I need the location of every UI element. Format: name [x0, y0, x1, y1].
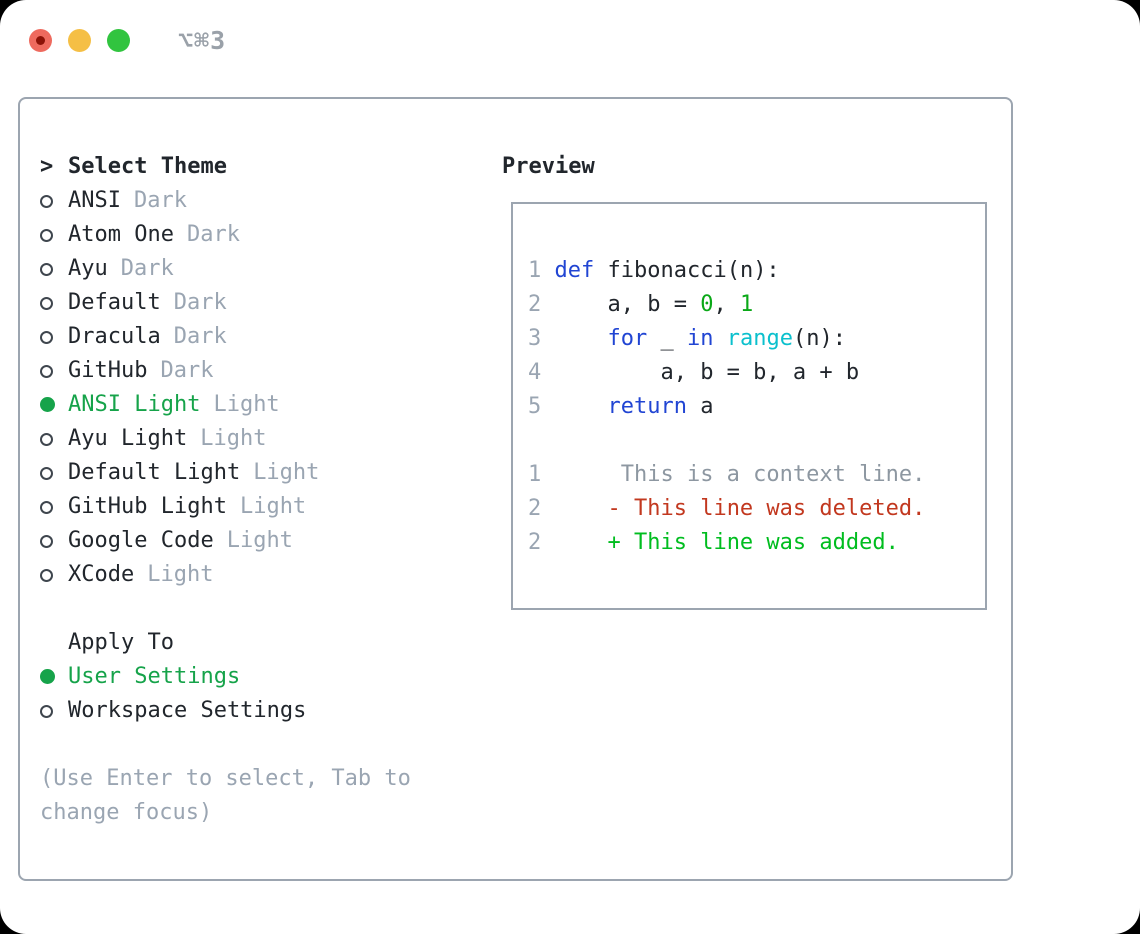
theme-name: GitHub — [68, 358, 148, 383]
theme-variant: Dark — [160, 358, 214, 383]
theme-option-ansi[interactable]: ANSI Dark — [40, 184, 480, 218]
radio-icon — [40, 433, 53, 446]
window-shortcut-label: ⌥⌘3 — [178, 26, 227, 55]
theme-variant: Dark — [173, 290, 227, 315]
theme-variant: Light — [253, 460, 320, 485]
code-line: 1 This is a context line. — [528, 462, 926, 487]
theme-option-default[interactable]: Default Dark — [40, 286, 480, 320]
radio-icon — [40, 331, 53, 344]
radio-icon — [40, 535, 53, 548]
radio-icon — [40, 467, 53, 480]
code-line: 2 a, b = 0, 1 — [528, 292, 754, 317]
spacer — [40, 592, 480, 626]
theme-name: GitHub Light — [68, 494, 227, 519]
theme-option-google-code[interactable]: Google Code Light — [40, 524, 480, 558]
code-preview: 1 def fibonacci(n): 2 a, b = 0, 1 3 for _ … — [513, 204, 985, 560]
radio-icon — [40, 263, 53, 276]
theme-variant: Dark — [186, 222, 240, 247]
radio-icon — [40, 569, 53, 582]
apply-to-header: Apply To — [68, 630, 174, 655]
titlebar: ⌥⌘3 — [29, 26, 226, 55]
usage-hint: (Use Enter to select, Tab to change focu… — [40, 766, 411, 825]
apply-option-label: Workspace Settings — [68, 698, 307, 723]
radio-icon — [40, 195, 53, 208]
preview-box: 1 def fibonacci(n): 2 a, b = 0, 1 3 for _ … — [511, 202, 987, 610]
theme-name: ANSI — [68, 188, 121, 213]
theme-variant: Light — [213, 392, 280, 417]
preview-header: Preview — [502, 154, 595, 179]
radio-icon — [40, 397, 55, 412]
radio-icon — [40, 501, 53, 514]
theme-variant: Light — [226, 528, 293, 553]
apply-option-label: User Settings — [68, 664, 241, 689]
apply-option-user-settings[interactable]: User Settings — [40, 660, 480, 694]
theme-name: Default Light — [68, 460, 241, 485]
theme-name: ANSI Light — [68, 392, 201, 417]
theme-variant: Dark — [120, 256, 174, 281]
theme-option-github-light[interactable]: GitHub Light Light — [40, 490, 480, 524]
code-line: 3 for _ in range(n): — [528, 326, 846, 351]
code-line: 2 - This line was deleted. — [528, 496, 926, 521]
focus-caret-icon: > — [40, 154, 54, 179]
theme-name: Dracula — [68, 324, 161, 349]
theme-name: Google Code — [68, 528, 214, 553]
radio-icon — [40, 229, 53, 242]
apply-option-workspace-settings[interactable]: Workspace Settings — [40, 694, 480, 728]
theme-variant: Light — [200, 426, 267, 451]
theme-option-ayu-light[interactable]: Ayu Light Light — [40, 422, 480, 456]
code-line: 1 def fibonacci(n): — [528, 258, 780, 283]
theme-option-dracula[interactable]: Dracula Dark — [40, 320, 480, 354]
select-theme-title: Select Theme — [68, 154, 227, 179]
theme-variant: Dark — [173, 324, 227, 349]
code-line — [528, 424, 985, 458]
theme-option-xcode[interactable]: XCode Light — [40, 558, 480, 592]
radio-icon — [40, 669, 55, 684]
radio-icon — [40, 365, 53, 378]
spacer — [40, 728, 480, 762]
close-button[interactable] — [29, 29, 52, 52]
theme-option-default-light[interactable]: Default Light Light — [40, 456, 480, 490]
code-line: 4 a, b = b, a + b — [528, 360, 860, 385]
theme-name: Ayu Light — [68, 426, 188, 451]
code-line: 5 return a — [528, 394, 714, 419]
radio-icon — [40, 705, 53, 718]
select-theme-header: > Select Theme — [40, 150, 480, 184]
minimize-button[interactable] — [68, 29, 91, 52]
theme-name: XCode — [68, 562, 135, 587]
theme-name: Atom One — [68, 222, 174, 247]
zoom-button[interactable] — [107, 29, 130, 52]
theme-option-ansi-light[interactable]: ANSI Light Light — [40, 388, 480, 422]
radio-icon — [40, 297, 53, 310]
theme-variant: Light — [147, 562, 214, 587]
close-dot-icon — [36, 36, 45, 45]
theme-option-ayu[interactable]: Ayu Dark — [40, 252, 480, 286]
theme-option-atom-one[interactable]: Atom One Dark — [40, 218, 480, 252]
theme-variant: Dark — [133, 188, 187, 213]
code-line: 2 + This line was added. — [528, 530, 899, 555]
theme-name: Ayu — [68, 256, 108, 281]
theme-name: Default — [68, 290, 161, 315]
theme-variant: Light — [239, 494, 307, 519]
theme-option-github[interactable]: GitHub Dark — [40, 354, 480, 388]
